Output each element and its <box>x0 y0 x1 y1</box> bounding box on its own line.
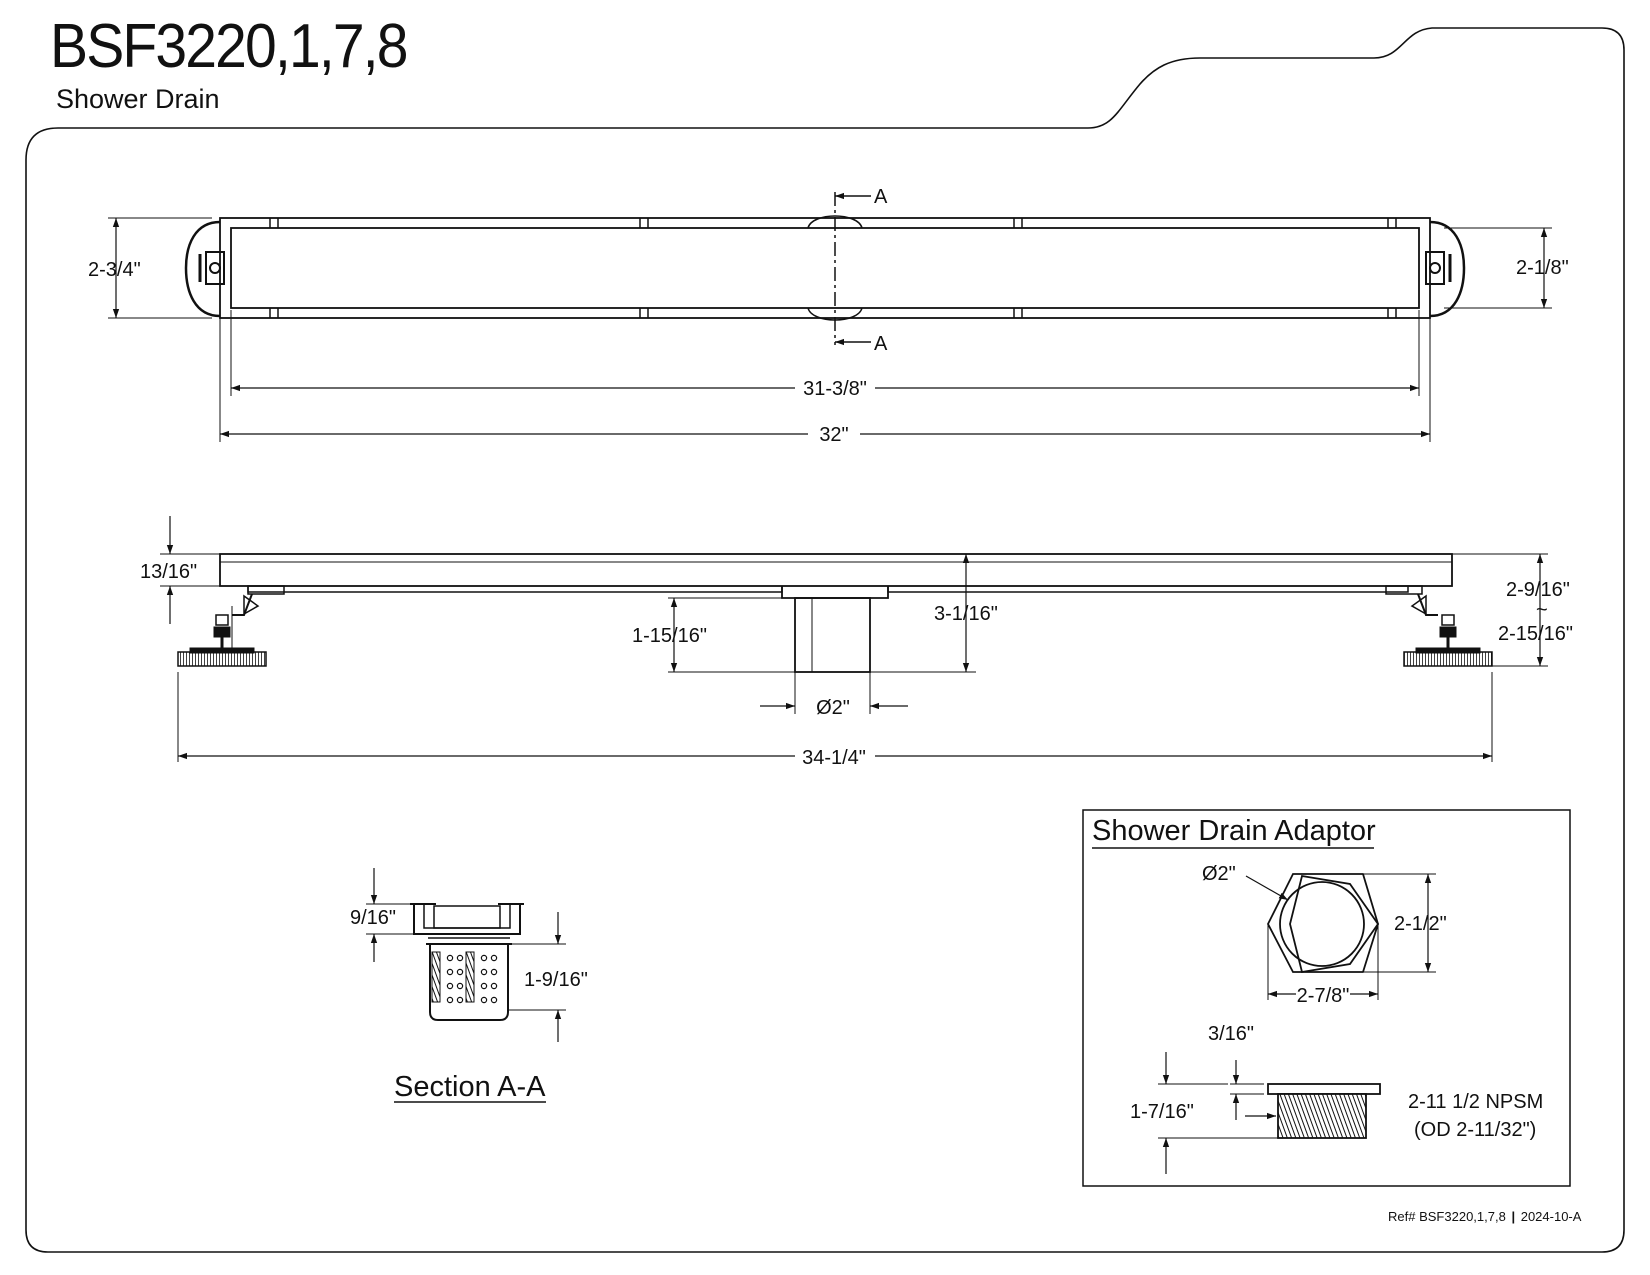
adaptor-hex <box>1289 874 1380 974</box>
dim-section-grate: 9/16" <box>350 907 396 929</box>
ref-revision: 2024-10-A <box>1520 1209 1582 1224</box>
adaptor-thread <box>1277 1093 1367 1139</box>
right-foot-outline <box>1429 220 1466 318</box>
dim-section-basket: 1-9/16" <box>524 969 588 991</box>
grate-outer <box>219 217 1431 319</box>
side-view <box>160 516 1548 762</box>
dim-grate-thickness: 13/16" <box>140 561 197 583</box>
right-foot-bracket <box>1425 251 1445 285</box>
dim-adjust-min: 2-9/16" <box>1506 579 1570 601</box>
thread-od: (OD 2-11/32") <box>1414 1119 1536 1141</box>
dim-outlet-diameter: Ø2" <box>816 697 850 719</box>
reference-note: Ref# BSF3220,1,7,8 | 2024-10-A <box>1388 1209 1581 1224</box>
dim-body-depth: 3-1/16" <box>934 603 998 625</box>
ref-separator: | <box>1511 1209 1516 1224</box>
ref-model: BSF3220,1,7,8 <box>1419 1209 1506 1224</box>
dim-total-length: 34-1/4" <box>802 747 866 769</box>
basket <box>429 944 509 1021</box>
adaptor-title: Shower Drain Adaptor <box>1092 815 1376 847</box>
dim-height-left: 2-3/4" <box>88 259 141 281</box>
section-marker-top: A <box>874 186 888 208</box>
dim-adjust-max: 2-15/16" <box>1498 623 1573 645</box>
section-view <box>366 868 566 1103</box>
dim-overall-length: 32" <box>819 424 848 446</box>
dim-height-right: 2-1/8" <box>1516 257 1569 279</box>
dim-adaptor-flange: 3/16" <box>1208 1023 1254 1045</box>
dim-outlet-depth: 1-15/16" <box>632 625 707 647</box>
ref-label: Ref# <box>1388 1209 1416 1224</box>
section-marker-bottom: A <box>874 333 888 355</box>
left-foot-bracket <box>205 251 225 285</box>
top-view <box>108 192 1552 442</box>
grate-inner <box>230 227 1420 309</box>
adaptor-bore <box>1279 881 1365 967</box>
grate-side <box>219 553 1453 587</box>
right-foot-disc <box>1403 651 1493 667</box>
page-frame <box>25 27 1625 1253</box>
outlet-hub <box>781 586 889 599</box>
dim-inner-length: 31-3/8" <box>803 378 867 400</box>
thread-spec: 2-11 1/2 NPSM <box>1408 1091 1543 1113</box>
page-subtitle: Shower Drain <box>56 84 220 114</box>
section-label: Section A-A <box>394 1071 546 1103</box>
left-foot-outline <box>184 220 221 318</box>
dim-adaptor-flat-width: 2-1/2" <box>1394 913 1447 935</box>
adaptor-panel <box>1082 809 1571 1187</box>
adaptor-flange <box>1267 1083 1381 1095</box>
left-foot-disc <box>177 651 267 667</box>
dim-adaptor-inner-diameter: Ø2" <box>1202 863 1236 885</box>
outlet-pipe <box>794 597 871 673</box>
page-title: BSF3220,1,7,8 <box>50 12 408 81</box>
dim-adjust-separator: ~ <box>1536 599 1548 621</box>
dim-adaptor-height: 1-7/16" <box>1130 1101 1194 1123</box>
dim-adaptor-across-corners: 2-7/8" <box>1297 985 1350 1007</box>
